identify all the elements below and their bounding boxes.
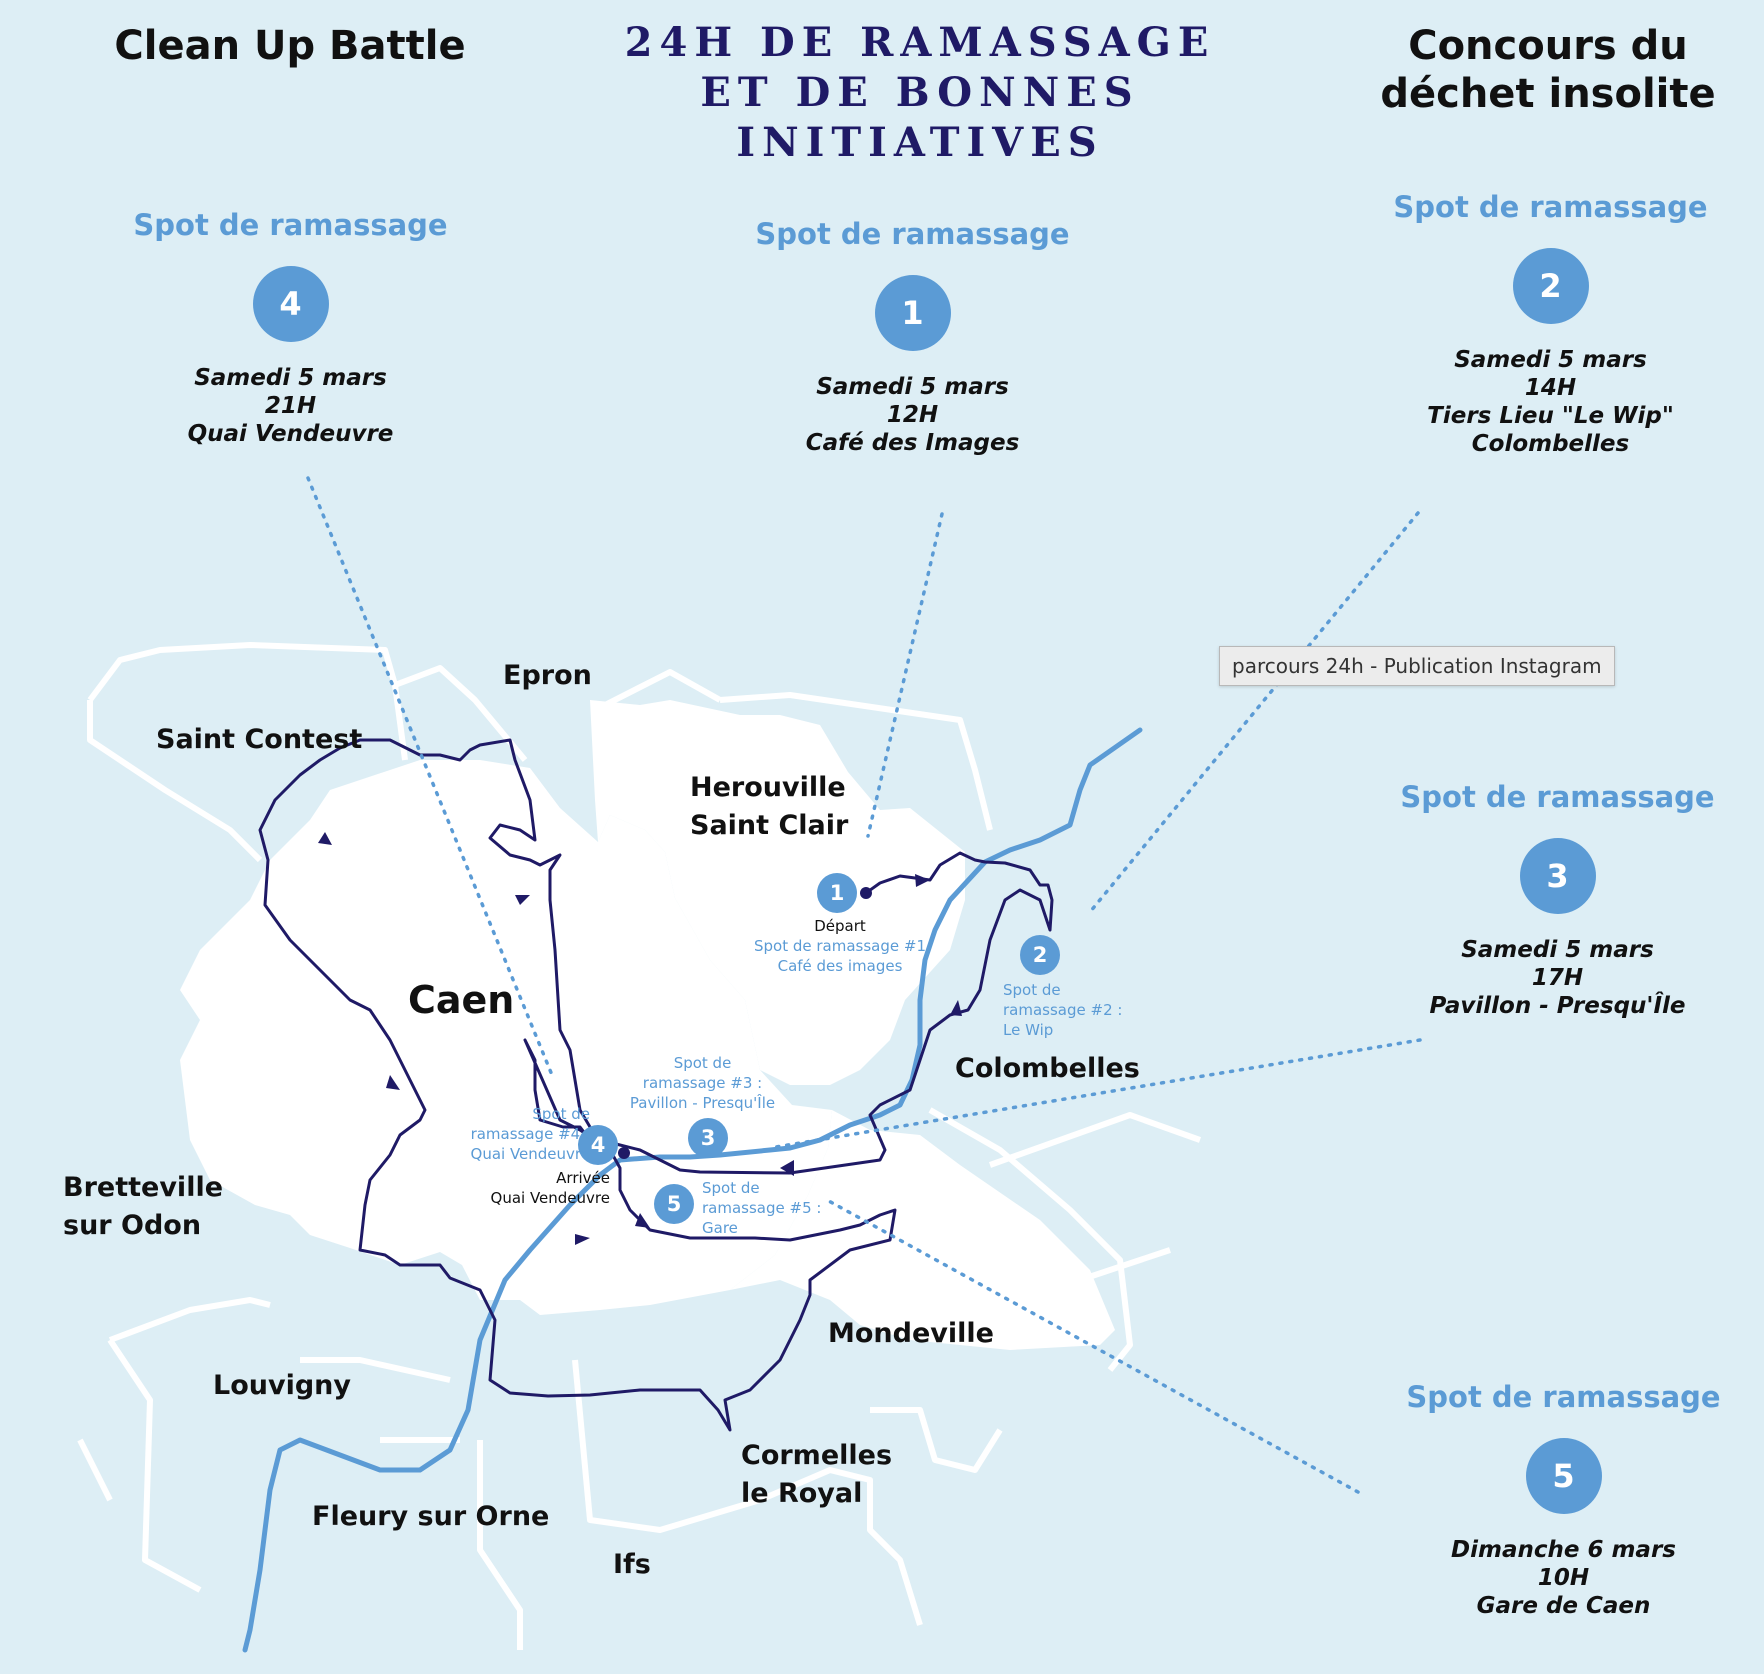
spot-4-card: Spot de ramassage 4 Samedi 5 mars 21H Qu…: [113, 208, 468, 448]
town-epron: Epron: [503, 660, 592, 691]
map-badge-3: 3: [688, 1118, 728, 1158]
spot-badge: 5: [1525, 1438, 1602, 1514]
map-badge-1: 1: [817, 873, 857, 913]
town-colombelles: Colombelles: [955, 1053, 1140, 1084]
map-label-2: Spot de ramassage #2 : Le Wip: [1003, 981, 1123, 1039]
town-mondeville: Mondeville: [828, 1318, 994, 1349]
spot-details: Samedi 5 mars 17H Pavillon - Presqu'Île: [1429, 937, 1686, 1019]
spot-badge: 4: [252, 266, 329, 342]
header-title: 24H DE RAMASSAGE ET DE BONNES INITIATIVE…: [624, 19, 1216, 166]
town-saint-contest: Saint Contest: [156, 724, 363, 755]
town-ifs: Ifs: [613, 1549, 651, 1580]
spot-title: Spot de ramassage: [1406, 1380, 1721, 1414]
depart-point: [860, 887, 872, 899]
town-bretteville: Bretteville sur Odon: [63, 1172, 224, 1241]
map-label-5: Spot de ramassage #5 : Gare: [702, 1179, 822, 1237]
spot-details: Samedi 5 mars 12H Café des Images: [805, 374, 1020, 456]
spot-details: Samedi 5 mars 21H Quai Vendeuvre: [187, 365, 394, 447]
header-left: Clean Up Battle: [114, 23, 466, 69]
dotted-connectors: [306, 476, 1422, 1494]
orne-river: [242, 727, 1143, 1653]
spot-3-card: Spot de ramassage 3 Samedi 5 mars 17H Pa…: [1380, 780, 1735, 1020]
spot-badge: 1: [874, 275, 951, 351]
caen-city-area: [180, 760, 832, 1315]
spot-badge: 2: [1512, 248, 1589, 324]
spot-title: Spot de ramassage: [133, 208, 448, 242]
map-badge-4: 4: [578, 1125, 618, 1165]
spot-5-card: Spot de ramassage 5 Dimanche 6 mars 10H …: [1386, 1380, 1741, 1620]
map-label-arrival: Arrivée Quai Vendeuvre: [490, 1169, 610, 1207]
map-badge-5: 5: [654, 1184, 694, 1224]
spot-title: Spot de ramassage: [1400, 780, 1715, 814]
spot-1-card: Spot de ramassage 1 Samedi 5 mars 12H Ca…: [735, 217, 1090, 457]
town-louvigny: Louvigny: [213, 1370, 351, 1401]
herouville-area: [590, 700, 965, 1085]
map-badge-2: 2: [1020, 935, 1060, 975]
map-label-4: Spot de ramassage #4 : Quai Vendeuvre: [470, 1105, 590, 1163]
spot-2-card: Spot de ramassage 2 Samedi 5 mars 14H Ti…: [1373, 190, 1728, 458]
town-fleury: Fleury sur Orne: [312, 1501, 550, 1532]
route-path: [258, 738, 1054, 1432]
mondeville-area: [730, 1110, 1115, 1350]
town-cormelles: Cormelles le Royal: [741, 1440, 893, 1509]
map-label-3: Spot de ramassage #3 : Pavillon - Presqu…: [629, 1054, 776, 1112]
route-arrows: [318, 832, 962, 1245]
tooltip: parcours 24h - Publication Instagram: [1219, 646, 1615, 686]
spot-title: Spot de ramassage: [1393, 190, 1708, 224]
town-herouville: Herouville Saint Clair: [690, 772, 849, 841]
arrival-point: [618, 1147, 630, 1159]
town-caen: Caen: [408, 978, 515, 1022]
spot-title: Spot de ramassage: [755, 217, 1070, 251]
boundary-lines: [77, 642, 1202, 1650]
spot-details: Dimanche 6 mars 10H Gare de Caen: [1451, 1537, 1676, 1619]
spot-badge: 3: [1519, 838, 1596, 914]
map-label-1: Départ Spot de ramassage #1 Café des ima…: [753, 917, 926, 975]
spot-details: Samedi 5 mars 14H Tiers Lieu "Le Wip" Co…: [1427, 347, 1674, 457]
header-right: Concours du déchet insolite: [1380, 23, 1716, 117]
